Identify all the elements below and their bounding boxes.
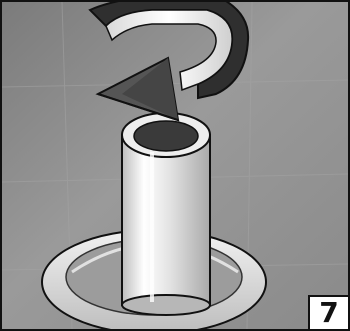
step-number-badge: 7 — [308, 295, 348, 329]
illustration-canvas — [2, 2, 348, 329]
tube-icon — [122, 113, 210, 315]
step-number: 7 — [319, 299, 338, 327]
